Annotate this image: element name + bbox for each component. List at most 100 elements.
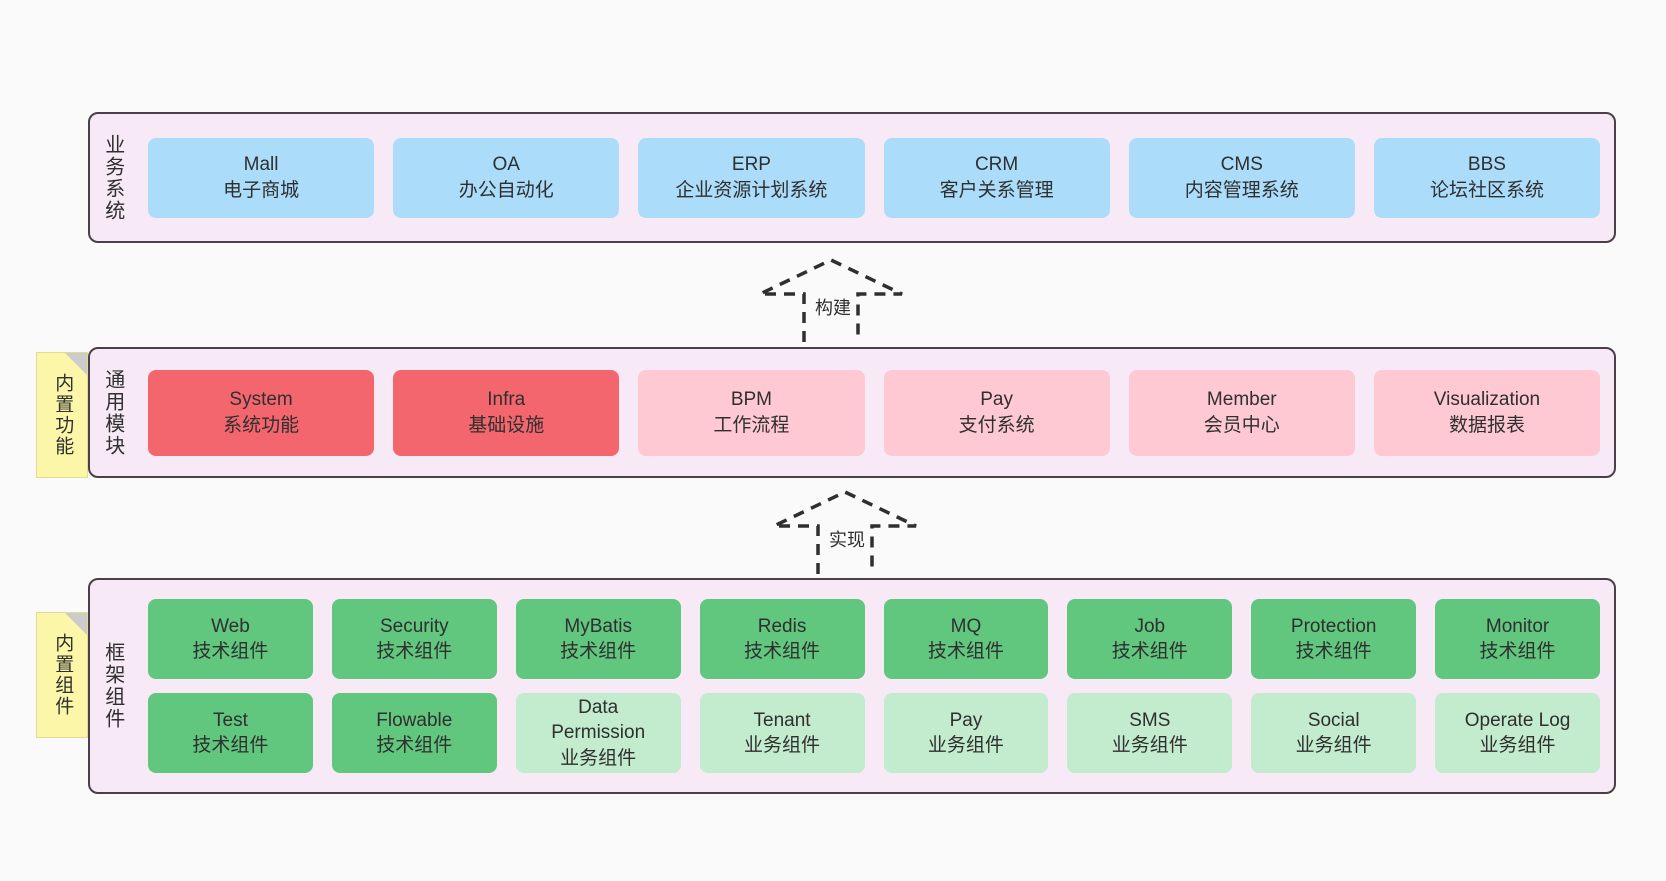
node-label-en: MyBatis	[564, 615, 632, 637]
node-infra[interactable]: Infra 基础设施	[393, 369, 620, 456]
node-label-en: Pay	[949, 709, 983, 731]
connector-implement-label: 实现	[827, 526, 867, 552]
node-label-cn: 技术组件	[376, 735, 453, 756]
node-label-en: Social	[1307, 709, 1360, 731]
node-label-en: Job	[1134, 615, 1166, 637]
node-visualization[interactable]: Visualization 数据报表	[1373, 369, 1601, 456]
node-label-en: Mall	[243, 154, 279, 176]
node-pay[interactable]: Pay 支付系统	[883, 369, 1110, 456]
node-label-cn: 技术组件	[927, 641, 1004, 662]
node-label-en: Tenant	[753, 709, 811, 731]
node-pay-component[interactable]: Pay 业务组件	[883, 693, 1049, 773]
note-builtin-components: 内置组件	[36, 612, 88, 738]
node-label-en: OA	[492, 154, 520, 176]
node-label-cn: 技术组件	[1295, 641, 1372, 662]
layer-title-business-systems: 业务系统	[101, 133, 124, 222]
node-label-cn: 技术组件	[1479, 641, 1556, 662]
layer-body-framework-components: Web 技术组件 Security 技术组件 MyBatis 技术组件 Redi…	[134, 580, 1614, 792]
node-label-cn: 技术组件	[376, 641, 453, 662]
node-label-cn: 电子商城	[223, 179, 300, 201]
node-label-cn: 工作流程	[713, 414, 790, 436]
node-row: System 系统功能 Infra 基础设施 BPM 工作流程 Pay 支付系统…	[148, 369, 1601, 456]
node-label-en: Operate Log	[1464, 709, 1571, 731]
node-data-permission[interactable]: Data Permission 业务组件	[515, 693, 681, 773]
node-label-cn: 办公自动化	[458, 179, 554, 201]
node-web[interactable]: Web 技术组件	[148, 599, 313, 679]
node-label-en: Data Permission	[551, 697, 646, 744]
node-operate-log[interactable]: Operate Log 业务组件	[1435, 693, 1600, 773]
node-label-en: ERP	[731, 154, 771, 176]
node-label-en: Test	[213, 709, 248, 731]
node-label-en: Monitor	[1485, 615, 1550, 637]
connector-implement-arrow: 实现	[772, 490, 918, 576]
connector-build-label: 构建	[813, 294, 853, 320]
node-label-en: MQ	[950, 615, 982, 637]
node-label-cn: 业务组件	[927, 735, 1004, 756]
layer-common-modules: 通用模块 System 系统功能 Infra 基础设施 BPM 工作流程 Pay…	[88, 347, 1616, 478]
node-mybatis[interactable]: MyBatis 技术组件	[515, 599, 681, 679]
node-label-cn: 内容管理系统	[1184, 179, 1299, 201]
node-flowable[interactable]: Flowable 技术组件	[331, 693, 497, 773]
node-label-cn: 系统功能	[223, 414, 300, 436]
node-row: Mall 电子商城 OA 办公自动化 ERP 企业资源计划系统 CRM 客户关系…	[148, 137, 1601, 218]
layer-body-common-modules: System 系统功能 Infra 基础设施 BPM 工作流程 Pay 支付系统…	[134, 349, 1614, 476]
node-tenant[interactable]: Tenant 业务组件	[699, 693, 865, 773]
note-label: 内置功能	[52, 373, 74, 457]
node-label-cn: 业务组件	[1111, 735, 1188, 756]
node-label-en: System	[229, 389, 293, 411]
node-label-en: SMS	[1129, 709, 1171, 731]
node-cms[interactable]: CMS 内容管理系统	[1128, 137, 1355, 218]
node-label-en: BPM	[730, 389, 773, 411]
note-label: 内置组件	[52, 633, 74, 717]
node-bpm[interactable]: BPM 工作流程	[638, 369, 865, 456]
node-crm[interactable]: CRM 客户关系管理	[883, 137, 1110, 218]
node-social[interactable]: Social 业务组件	[1251, 693, 1417, 773]
node-member[interactable]: Member 会员中心	[1128, 369, 1355, 456]
node-oa[interactable]: OA 办公自动化	[393, 137, 620, 218]
node-label-cn: 会员中心	[1203, 414, 1280, 436]
node-system[interactable]: System 系统功能	[148, 369, 375, 456]
node-label-cn: 技术组件	[744, 641, 821, 662]
node-test[interactable]: Test 技术组件	[148, 693, 313, 773]
node-label-en: BBS	[1467, 154, 1506, 176]
layer-framework-components: 框架组件 Web 技术组件 Security 技术组件 MyBatis 技术组件…	[88, 578, 1616, 794]
node-label-cn: 业务组件	[1295, 735, 1372, 756]
connector-build-arrow: 构建	[758, 258, 904, 344]
node-label-en: Flowable	[376, 709, 453, 731]
node-label-en: Member	[1206, 389, 1277, 411]
node-label-en: Infra	[487, 389, 526, 411]
node-label-en: Protection	[1290, 615, 1377, 637]
layer-body-business-systems: Mall 电子商城 OA 办公自动化 ERP 企业资源计划系统 CRM 客户关系…	[134, 114, 1614, 241]
node-protection[interactable]: Protection 技术组件	[1251, 599, 1417, 679]
node-label-en: Visualization	[1433, 389, 1541, 411]
node-label-cn: 技术组件	[1111, 641, 1188, 662]
node-label-cn: 数据报表	[1448, 414, 1525, 436]
dashed-generalization-arrow-up-icon	[759, 258, 903, 342]
node-label-en: Pay	[980, 389, 1013, 411]
node-erp[interactable]: ERP 企业资源计划系统	[638, 137, 865, 218]
layer-title-common-modules: 通用模块	[101, 368, 124, 457]
note-builtin-features: 内置功能	[36, 352, 88, 478]
node-security[interactable]: Security 技术组件	[331, 599, 497, 679]
node-mall[interactable]: Mall 电子商城	[148, 137, 375, 218]
layer-title-framework-components: 框架组件	[101, 642, 124, 730]
node-sms[interactable]: SMS 业务组件	[1067, 693, 1233, 773]
node-label-en: Web	[211, 615, 250, 637]
node-redis[interactable]: Redis 技术组件	[699, 599, 865, 679]
node-monitor[interactable]: Monitor 技术组件	[1435, 599, 1600, 679]
node-label-en: Redis	[757, 615, 807, 637]
node-label-cn: 业务组件	[744, 735, 821, 756]
node-label-cn: 技术组件	[192, 735, 269, 756]
layer-business-systems: 业务系统 Mall 电子商城 OA 办公自动化 ERP 企业资源计划系统 CRM…	[88, 112, 1616, 243]
node-label-cn: 业务组件	[560, 747, 637, 769]
node-label-cn: 业务组件	[1479, 735, 1556, 756]
node-label-cn: 基础设施	[468, 414, 545, 436]
node-mq[interactable]: MQ 技术组件	[883, 599, 1049, 679]
node-job[interactable]: Job 技术组件	[1067, 599, 1233, 679]
node-bbs[interactable]: BBS 论坛社区系统	[1373, 137, 1601, 218]
node-label-cn: 企业资源计划系统	[675, 179, 828, 201]
node-row: Web 技术组件 Security 技术组件 MyBatis 技术组件 Redi…	[148, 599, 1600, 679]
node-row: Test 技术组件 Flowable 技术组件 Data Permission …	[148, 693, 1600, 773]
node-label-cn: 技术组件	[560, 641, 637, 662]
